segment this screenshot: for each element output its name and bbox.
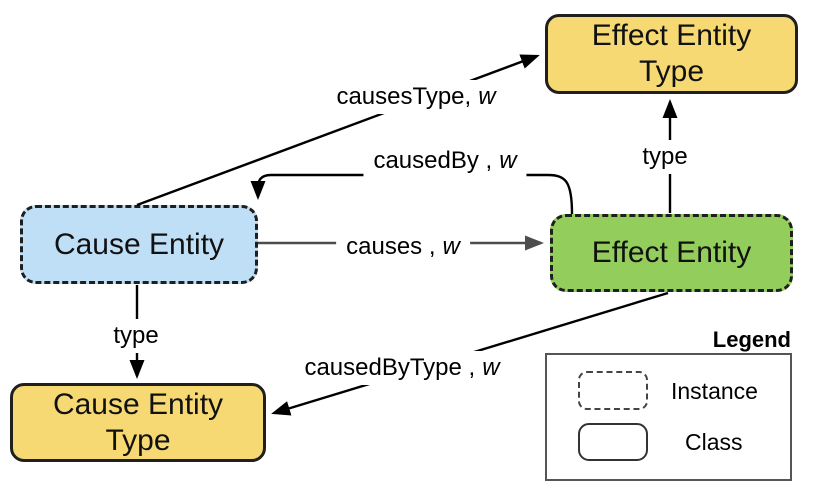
edge-label-causestype: causesType,w — [326, 80, 506, 114]
instance-swatch-icon — [578, 371, 648, 410]
edge-label-type-left: type — [103, 319, 169, 353]
edge-causedby-line — [250, 173, 574, 215]
edge-weight: w — [499, 147, 517, 174]
node-label: Effect Entity — [591, 19, 752, 52]
node-label: Effect Entity — [591, 236, 752, 269]
node-label: Cause Entity — [52, 387, 224, 421]
edge-name: type — [642, 143, 688, 170]
node-effect-entity-type: Effect Entity Type — [545, 14, 798, 94]
edge-weight: w — [442, 233, 460, 260]
edge-weight: w — [482, 354, 500, 381]
node-label: Cause Entity — [53, 227, 225, 261]
edge-label-type-right: type — [632, 140, 698, 174]
edge-label-causes: causes ,w — [336, 230, 470, 264]
edge-causestype-line — [136, 54, 540, 207]
node-label: Type — [638, 55, 705, 88]
edge-name: type — [113, 322, 159, 349]
edge-name: causes , — [346, 233, 436, 260]
node-cause-entity: Cause Entity — [20, 205, 258, 284]
edge-label-causedby: causedBy ,w — [363, 144, 527, 178]
node-cause-entity-type: Cause Entity Type — [10, 383, 266, 462]
legend-title: Legend — [712, 327, 791, 352]
edge-weight: w — [478, 83, 496, 110]
edge-name: causesType, — [336, 83, 472, 110]
node-effect-entity: Effect Entity — [550, 214, 793, 292]
edge-name: causedByType , — [304, 354, 476, 381]
legend-item-class: Class — [685, 429, 743, 455]
edge-name: causedBy , — [373, 147, 493, 174]
class-swatch-icon — [578, 423, 648, 461]
legend-item-instance: Instance — [671, 378, 758, 404]
legend-box: Instance Class — [545, 353, 792, 481]
node-label: Type — [105, 423, 171, 457]
edge-label-causedbytype: causedByType ,w — [288, 351, 516, 385]
